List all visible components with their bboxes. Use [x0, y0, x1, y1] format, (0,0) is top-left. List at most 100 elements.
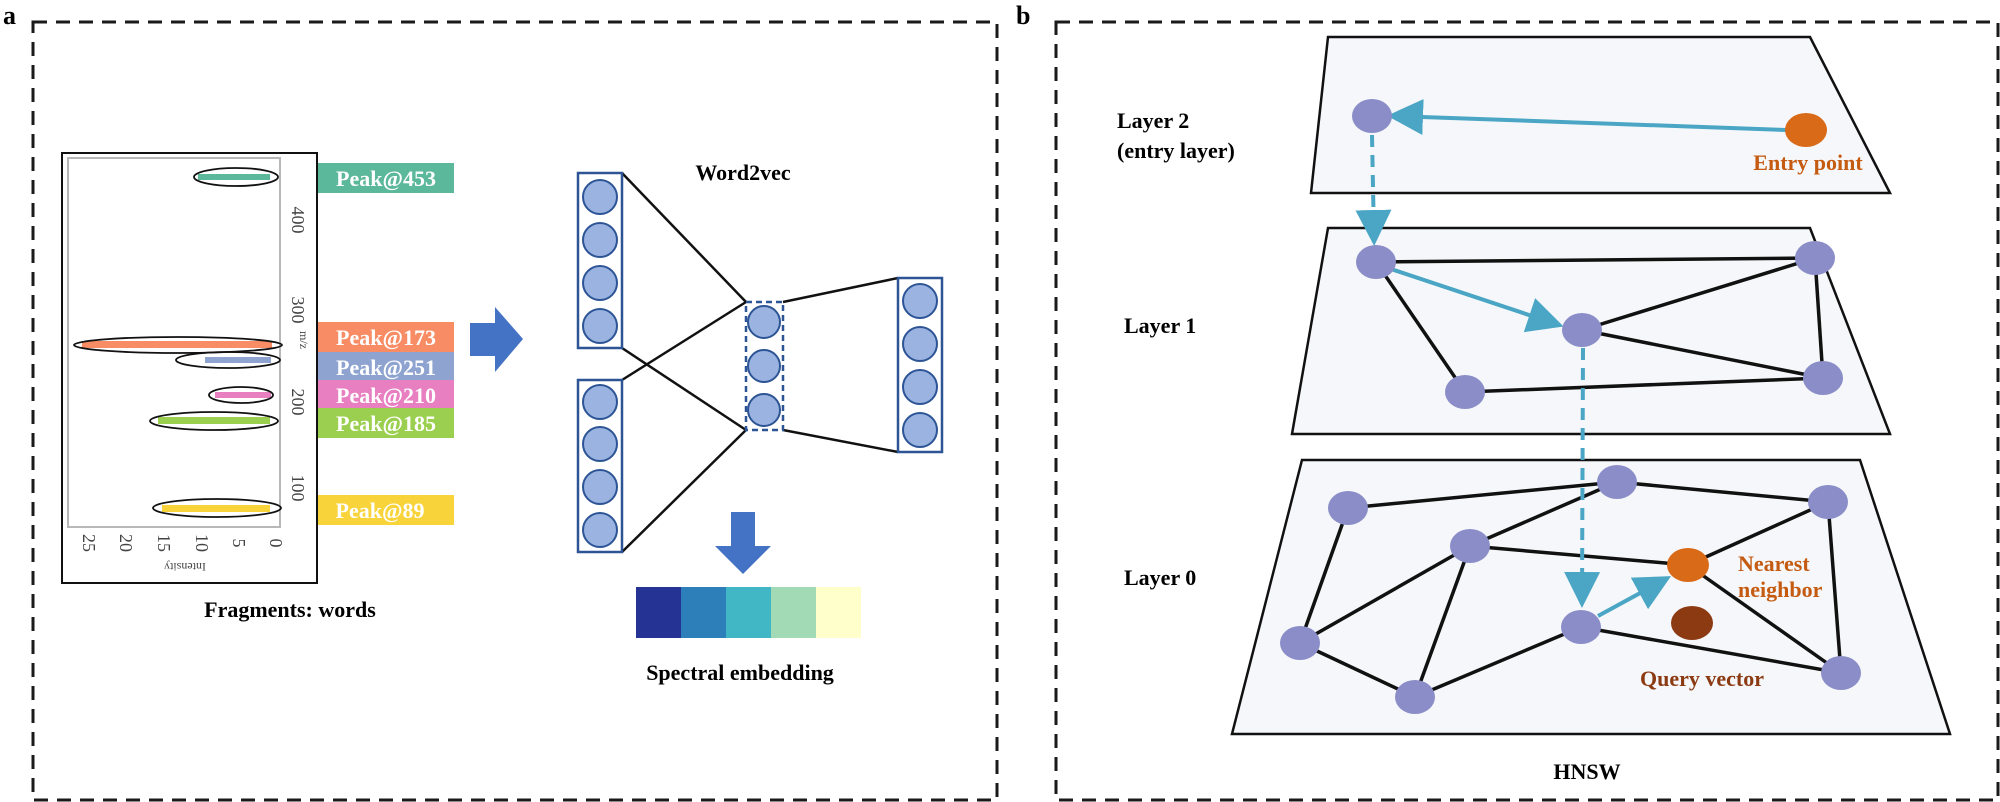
layer-1-edges: [1374, 256, 1825, 394]
peak-label-210: Peak@210: [336, 383, 436, 408]
neuron: [902, 326, 938, 362]
xtick-15: 15: [154, 534, 174, 552]
layer-1-label: Layer 1: [1124, 313, 1196, 338]
ytick-400: 400: [288, 207, 308, 234]
peak-label-bg-173: [318, 322, 454, 352]
neuron: [582, 469, 618, 505]
search-path-arrow: [1387, 99, 1787, 135]
peak-bar-210: [215, 392, 271, 398]
graph-node: [1450, 529, 1490, 563]
panel-a-letter: a: [3, 1, 16, 30]
graph-node: [1795, 241, 1835, 275]
peak-ellipse-453: [193, 167, 279, 187]
graph-node: [1328, 491, 1368, 525]
panel-b-frame: [1054, 20, 2000, 802]
peak-label-89: Peak@89: [336, 498, 425, 523]
axis-label-mz: m/z: [297, 331, 311, 349]
neuron: [582, 384, 618, 420]
peak-labels: Peak@453 Peak@173 Peak@251 Peak@210 Peak…: [318, 163, 454, 525]
nearest-neighbor-label-2: neighbor: [1738, 577, 1823, 602]
graph-node: [1356, 245, 1396, 279]
layer-0-edges: [1298, 480, 1843, 699]
query-vector-label: Query vector: [1640, 666, 1764, 691]
ytick-200: 200: [288, 389, 308, 416]
xtick-20: 20: [116, 534, 136, 552]
descend-dashed-arrow: [1355, 134, 1392, 246]
hnsw-caption: HNSW: [1553, 759, 1620, 784]
query-vector-node: [1671, 606, 1713, 640]
neuron: [582, 179, 618, 215]
net-edge: [621, 346, 747, 432]
peak-ellipse-89: [152, 498, 282, 518]
layer-0-label: Layer 0: [1124, 565, 1196, 590]
ytick-300: 300: [288, 297, 308, 324]
search-path-arrow: [1597, 576, 1672, 618]
arrow-down-icon: [715, 512, 771, 574]
peak-label-bg-210: [318, 380, 454, 410]
plot-inner-axes: [67, 157, 281, 528]
peak-ellipse-185: [149, 411, 279, 431]
peak-bar-185: [158, 417, 270, 424]
neuron: [582, 308, 618, 344]
embedding-cell-3: [726, 587, 772, 638]
panel-b: b Layer 2 (entry layer) Layer 1 Layer 0: [1016, 1, 2000, 802]
spectrum-plot: 100 200 300 400 m/z 25 20 15 10 5 0 Inte…: [61, 152, 318, 584]
graph-node: [1821, 656, 1861, 690]
entry-point-node: [1785, 113, 1827, 147]
peak-label-bg-185: [318, 408, 454, 438]
search-path-arrow: [1387, 266, 1564, 333]
neuron: [747, 349, 781, 383]
neuron: [902, 412, 938, 448]
net-edge: [621, 300, 747, 382]
neuron: [582, 265, 618, 301]
graph-node: [1562, 313, 1602, 347]
neuron: [747, 393, 781, 427]
peak-ellipse-173: [73, 336, 283, 354]
peak-label-bg-453: [318, 163, 454, 193]
graph-node: [1803, 361, 1843, 395]
xtick-10: 10: [192, 534, 212, 552]
fragments-caption: Fragments: words: [204, 597, 376, 622]
embedding-cell-2: [681, 587, 727, 638]
graph-node: [1561, 610, 1601, 644]
spectral-embedding-strip: [636, 587, 861, 638]
layer-2-label: Layer 2: [1117, 108, 1189, 133]
neuron: [582, 426, 618, 462]
arrow-right-icon: [470, 307, 523, 372]
layer-2-plane: [1309, 35, 1893, 195]
net-edge: [621, 172, 747, 303]
graph-node: [1352, 99, 1392, 133]
entry-point-label: Entry point: [1753, 150, 1863, 175]
nearest-neighbor-label: Nearest: [1738, 551, 1810, 576]
embedding-caption: Spectral embedding: [646, 660, 834, 685]
peak-ellipse-210: [208, 386, 274, 404]
graph-node: [1445, 375, 1485, 409]
net-edge: [621, 429, 747, 553]
descend-dashed-arrow: [1564, 347, 1601, 608]
peak-bar-453: [198, 174, 270, 180]
xtick-5: 5: [229, 539, 249, 548]
layer-2-sublabel: (entry layer): [1117, 138, 1235, 163]
nearest-neighbor-node: [1667, 548, 1709, 582]
graph-node: [1597, 465, 1637, 499]
graph-node: [1808, 485, 1848, 519]
peak-label-251: Peak@251: [336, 355, 436, 380]
peak-ellipse-251: [175, 351, 281, 369]
axis-label-intensity: Intensity: [164, 560, 206, 574]
peak-bar-173: [82, 341, 272, 348]
panel-b-letter: b: [1016, 1, 1030, 30]
ytick-100: 100: [288, 475, 308, 502]
word2vec-network: [576, 171, 944, 554]
peak-label-173: Peak@173: [336, 325, 436, 350]
graph-node: [1395, 680, 1435, 714]
neuron: [747, 305, 781, 339]
panel-a: a 100 200 300 400 m/z 25 20 15 10 5 0 In…: [3, 1, 999, 802]
peak-label-bg-89: [318, 495, 454, 525]
neuron: [902, 283, 938, 319]
peak-label-185: Peak@185: [336, 411, 436, 436]
word2vec-label: Word2vec: [695, 160, 791, 185]
peak-bar-89: [162, 505, 270, 512]
panel-a-frame: [31, 20, 999, 802]
neuron: [902, 369, 938, 405]
